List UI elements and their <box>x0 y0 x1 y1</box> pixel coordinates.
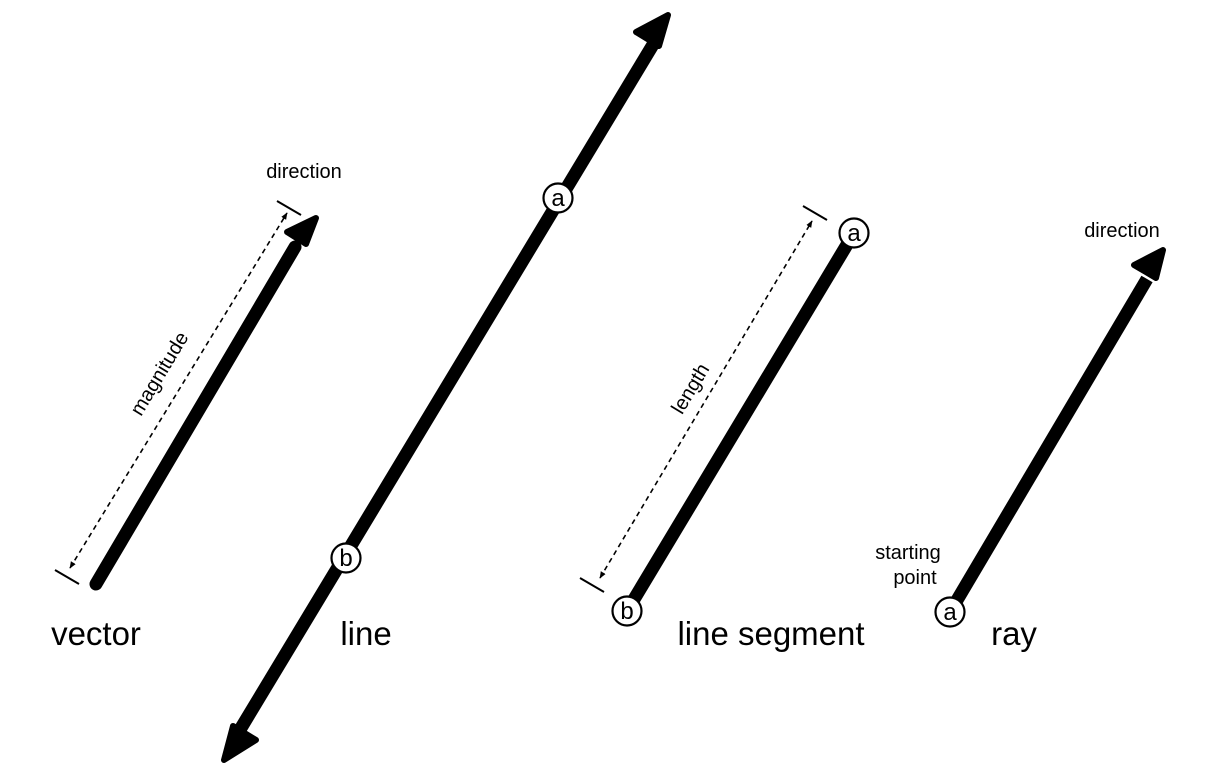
ray-name-label: ray <box>991 615 1037 652</box>
line-shaft <box>232 39 660 737</box>
svg-text:a: a <box>847 220 861 247</box>
segment-point-b: b <box>611 595 643 627</box>
length-end-tick-top <box>802 205 828 221</box>
vector-figure: magnitude direction vector <box>51 161 342 652</box>
vector-direction-label: direction <box>266 161 342 183</box>
magnitude-end-tick-bottom <box>54 569 80 585</box>
segment-figure: length a b line segment <box>579 205 870 652</box>
line-arrowhead-top-icon <box>633 12 671 49</box>
ray-direction-label: direction <box>1084 220 1160 242</box>
segment-name-label: line segment <box>677 615 864 652</box>
line-point-a: a <box>542 182 574 214</box>
starting-label-line2: point <box>893 567 937 589</box>
magnitude-label: magnitude <box>126 328 193 419</box>
vector-name-label: vector <box>51 615 141 652</box>
line-point-b: b <box>330 542 362 574</box>
svg-text:b: b <box>620 598 633 625</box>
segment-point-a: a <box>838 217 870 249</box>
ray-figure: a direction starting point ray <box>875 220 1166 652</box>
length-label: length <box>667 360 714 418</box>
segment-shaft <box>621 229 860 615</box>
line-arrowhead-bottom-icon <box>221 723 259 763</box>
ray-point-a: a <box>934 596 966 628</box>
svg-text:a: a <box>551 185 565 212</box>
vector-arrowhead-icon <box>284 215 319 247</box>
length-end-tick-bottom <box>579 577 605 593</box>
magnitude-end-tick-top <box>276 200 302 216</box>
svg-text:b: b <box>339 545 352 572</box>
magnitude-dashed-arrow <box>69 212 288 569</box>
ray-shaft <box>944 275 1153 616</box>
vector-shaft <box>89 240 302 591</box>
line-name-label: line <box>340 615 391 652</box>
line-figure: a b line <box>221 12 671 763</box>
svg-text:a: a <box>943 599 957 626</box>
ray-arrowhead-icon <box>1131 247 1166 281</box>
starting-label-line1: starting <box>875 542 941 564</box>
length-dashed-arrow <box>599 220 813 579</box>
